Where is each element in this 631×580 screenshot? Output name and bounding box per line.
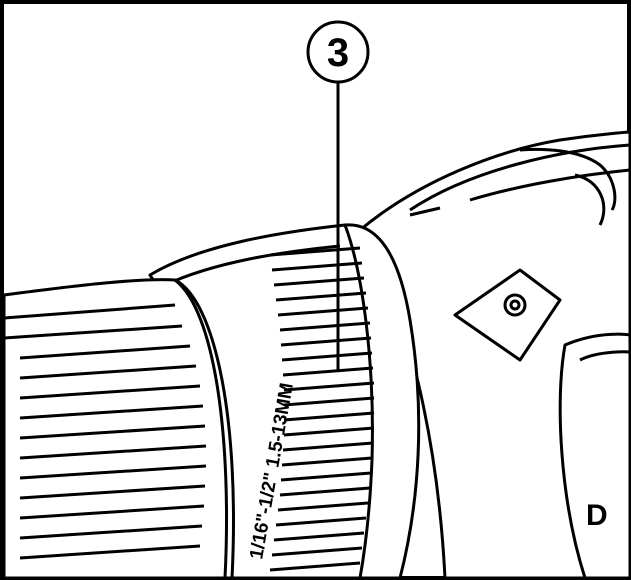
chuck-sleeve	[2, 278, 235, 580]
brand-fragment: D	[586, 499, 608, 532]
drill-housing	[358, 130, 631, 580]
collar-ridges	[269, 246, 375, 572]
callout-number: 3	[327, 31, 349, 75]
sleeve-grooves	[3, 303, 207, 560]
callout-circle	[306, 20, 370, 84]
switch-cavity	[558, 332, 631, 580]
side-button	[453, 268, 562, 362]
